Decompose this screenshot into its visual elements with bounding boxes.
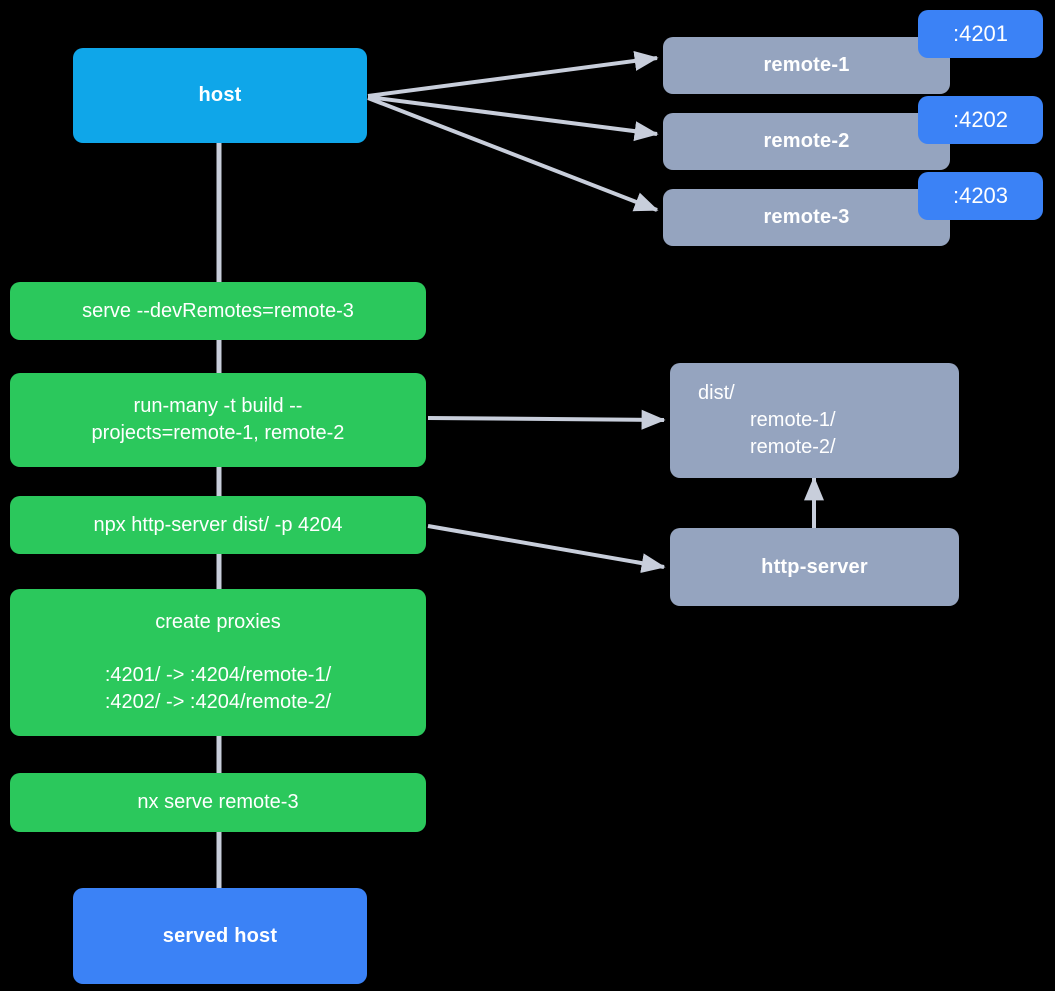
node-command-serve-dev-remotes[interactable]: serve --devRemotes=remote-3 (10, 282, 426, 340)
node-remote-2[interactable]: remote-2 (663, 113, 950, 170)
edge-host-to-remote-3 (367, 96, 659, 212)
port-badge-remote-3-label: :4203 (952, 183, 1009, 209)
node-remote-3-label: remote-3 (763, 206, 850, 229)
command-create-proxies-mapping-2: :4202/ -> :4204/remote-2/ (104, 690, 332, 713)
node-remote-2-label: remote-2 (763, 130, 850, 153)
node-remote-3[interactable]: remote-3 (663, 189, 950, 246)
edge-runmany-to-dist (427, 409, 666, 430)
dist-folder-child-remote-2: remote-2/ (750, 435, 836, 458)
command-create-proxies-mapping-1: :4201/ -> :4204/remote-1/ (104, 664, 332, 687)
edge-host-to-remote-2 (367, 95, 659, 142)
port-badge-remote-2-label: :4202 (952, 107, 1009, 133)
command-npx-http-server-line-1: npx http-server dist/ -p 4204 (93, 513, 343, 536)
dist-folder-tree: dist/ remote-1/ remote-2/ (670, 380, 959, 460)
command-run-many-build-line-2: projects=remote-1, remote-2 (91, 422, 345, 444)
node-command-create-proxies[interactable]: create proxies :4201/ -> :4204/remote-1/… (10, 589, 426, 736)
command-run-many-build-lines: run-many -t build -- projects=remote-1, … (10, 393, 426, 447)
node-http-server-label: http-server (761, 555, 868, 578)
node-host-label: host (198, 84, 242, 107)
node-command-run-many-build[interactable]: run-many -t build -- projects=remote-1, … (10, 373, 426, 467)
dist-folder-child-remote-1: remote-1/ (750, 409, 836, 432)
edge-host-to-remote-1 (367, 51, 659, 98)
command-create-proxies-lines: create proxies :4201/ -> :4204/remote-1/… (10, 609, 426, 715)
port-badge-remote-3[interactable]: :4203 (918, 172, 1043, 220)
command-create-proxies-title: create proxies (155, 611, 281, 634)
edge-npx-to-httpserver (427, 524, 666, 574)
node-host[interactable]: host (73, 48, 367, 143)
node-remote-1-label: remote-1 (763, 54, 850, 77)
port-badge-remote-1[interactable]: :4201 (918, 10, 1043, 58)
node-served-host-label: served host (162, 924, 278, 947)
dist-folder-root: dist/ (698, 382, 735, 405)
node-remote-1[interactable]: remote-1 (663, 37, 950, 94)
command-run-many-build-line-1: run-many -t build -- (133, 395, 303, 418)
port-badge-remote-1-label: :4201 (952, 21, 1009, 47)
node-http-server[interactable]: http-server (670, 528, 959, 606)
node-served-host[interactable]: served host (73, 888, 367, 984)
node-command-nx-serve-remote-3[interactable]: nx serve remote-3 (10, 773, 426, 832)
port-badge-remote-2[interactable]: :4202 (918, 96, 1043, 144)
command-serve-dev-remotes-line-1: serve --devRemotes=remote-3 (82, 299, 354, 322)
node-dist-folder[interactable]: dist/ remote-1/ remote-2/ (670, 363, 959, 478)
command-nx-serve-remote-3-line-1: nx serve remote-3 (137, 791, 299, 814)
node-command-npx-http-server[interactable]: npx http-server dist/ -p 4204 (10, 496, 426, 554)
